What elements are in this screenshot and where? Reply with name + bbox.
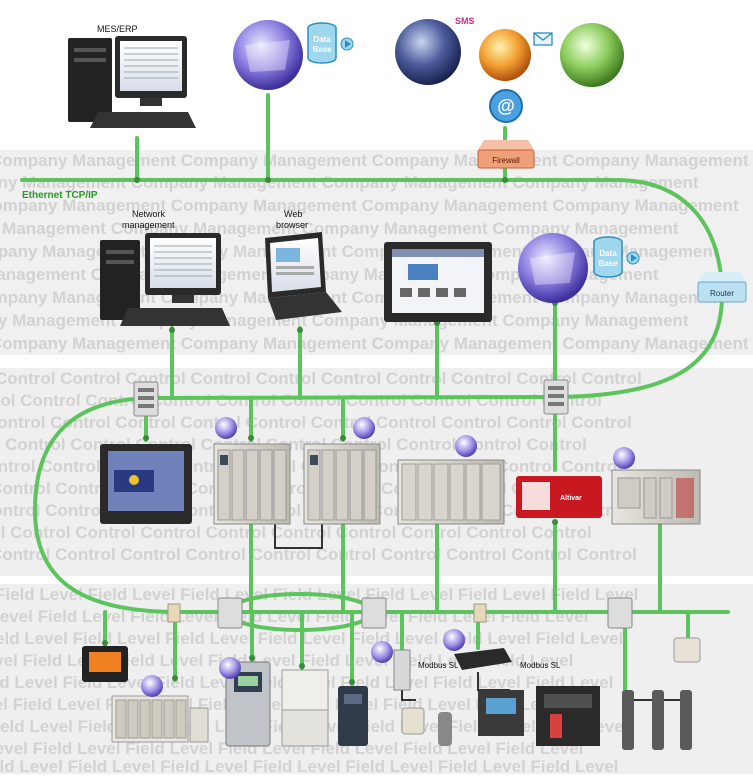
sms-globe: SMS [395, 16, 475, 85]
svg-text:management: management [122, 220, 175, 230]
router-label: Router [710, 289, 734, 298]
scada-globe [518, 233, 588, 303]
ethernet-switch-left [133, 381, 159, 417]
control-badges [215, 417, 635, 469]
modbus-router-box: Modbus SL [454, 648, 561, 736]
database-right-icon: Data Base [593, 236, 640, 278]
svg-text:Field Level Field Level Field: Field Level Field Level Field Level Fiel… [0, 651, 573, 670]
firewall-device: Firewall [477, 140, 535, 169]
email-globe [479, 29, 553, 81]
operator-terminal-large [384, 242, 492, 322]
svg-text:Control Control Control Contro: Control Control Control Control Control … [0, 369, 642, 388]
svg-text:Control Control Control Contro: Control Control Control Control Control … [0, 435, 587, 454]
mes-erp-label: MES/ERP [97, 24, 138, 34]
web-browser-laptop: Web browser [265, 209, 342, 320]
svg-text:Company Management Company Man: Company Management Company Management Co… [0, 334, 749, 353]
sms-label: SMS [455, 16, 475, 26]
svg-text:Field Level Field Level Field: Field Level Field Level Field Level Fiel… [0, 607, 588, 626]
ethernet-switch-right [543, 379, 569, 415]
modbus-label-1: Modbus SL [418, 661, 459, 670]
svg-text:Control Control Control Contro: Control Control Control Control Control … [0, 545, 637, 564]
svg-text:Company Management Company Man: Company Management Company Management Co… [0, 196, 739, 215]
svg-text:Data: Data [313, 35, 331, 44]
svg-text:Field Level Field Level Field: Field Level Field Level Field Level Fiel… [0, 629, 623, 648]
hmi-touch-panel [100, 444, 192, 524]
svg-text:Control Control Control Contro: Control Control Control Control Control … [0, 413, 632, 432]
web-globe [560, 23, 624, 87]
svg-text:Field Level Field Level Field: Field Level Field Level Field Level Fiel… [0, 739, 583, 758]
soft-starter [338, 686, 368, 746]
network-management-computer: Network management [100, 209, 230, 326]
svg-text:Data: Data [599, 249, 617, 258]
field-badges [141, 629, 465, 697]
mes-erp-computer: MES/ERP [68, 24, 196, 128]
svg-text:Control Control Control Contro: Control Control Control Control Control … [0, 523, 592, 542]
svg-text:Altivar: Altivar [560, 495, 582, 502]
sensor-row [622, 637, 701, 750]
svg-text:browser: browser [276, 220, 308, 230]
svg-text:Base: Base [312, 45, 332, 54]
svg-text:Field Level Field Level Field: Field Level Field Level Field Level Fiel… [0, 757, 618, 774]
plc-rack-2 [303, 443, 381, 525]
ethernet-label: Ethernet TCP/IP [22, 190, 98, 201]
circuit-breaker [536, 686, 600, 746]
io-island [111, 695, 209, 743]
small-hmi [82, 646, 128, 682]
plc-rack-1 [213, 443, 291, 525]
plc-compact [611, 469, 701, 525]
motor-starter [281, 669, 329, 747]
database-top-icon: Data Base [307, 22, 354, 64]
svg-text:Company Management Company Man: Company Management Company Management Co… [0, 173, 699, 192]
field-switches [167, 597, 633, 629]
supervision-globe [233, 20, 303, 90]
svg-text:Company Management Company Man: Company Management Company Management Co… [0, 151, 749, 170]
svg-text:Network: Network [132, 209, 166, 219]
variable-speed-drive [225, 661, 271, 747]
altivar-gateway: Altivar [516, 476, 602, 518]
modbus-gateway: Modbus SL [393, 649, 459, 746]
firewall-label: Firewall [492, 156, 520, 165]
plc-rack-3 [397, 459, 505, 525]
svg-text:@: @ [497, 96, 515, 116]
modbus-label-2: Modbus SL [520, 661, 561, 670]
network-lines [20, 93, 730, 692]
svg-text:Web: Web [284, 209, 302, 219]
svg-text:Base: Base [598, 259, 618, 268]
at-sign-icon: @ [489, 89, 523, 123]
router-device: Router [697, 272, 747, 303]
svg-text:Company Management Company Man: Company Management Company Management Co… [0, 219, 679, 238]
